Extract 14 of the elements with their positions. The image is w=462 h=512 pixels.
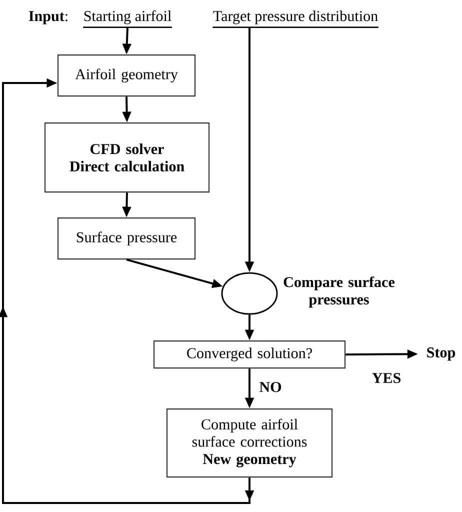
process-box: Converged solution?: [153, 340, 346, 369]
underlined-text: Starting airfoil: [83, 10, 172, 28]
heading-label: Input:: [28, 11, 68, 24]
node-caption: Compare surface pressures: [284, 276, 395, 308]
end-label: Stop: [427, 347, 456, 361]
process-box: Airfoil geometry: [57, 54, 196, 97]
arrow: [0, 78, 254, 504]
edge-label: NO: [258, 380, 284, 394]
ellipse: [221, 272, 278, 315]
process-box: Surface pressure: [57, 217, 196, 260]
underlined-text: Target pressure distribution: [212, 10, 378, 28]
edge-label: YES: [370, 372, 402, 384]
process-box: CFD solver Direct calculation: [44, 122, 210, 193]
process-box: Compute airfoil surface corrections New geometry: [166, 408, 333, 478]
